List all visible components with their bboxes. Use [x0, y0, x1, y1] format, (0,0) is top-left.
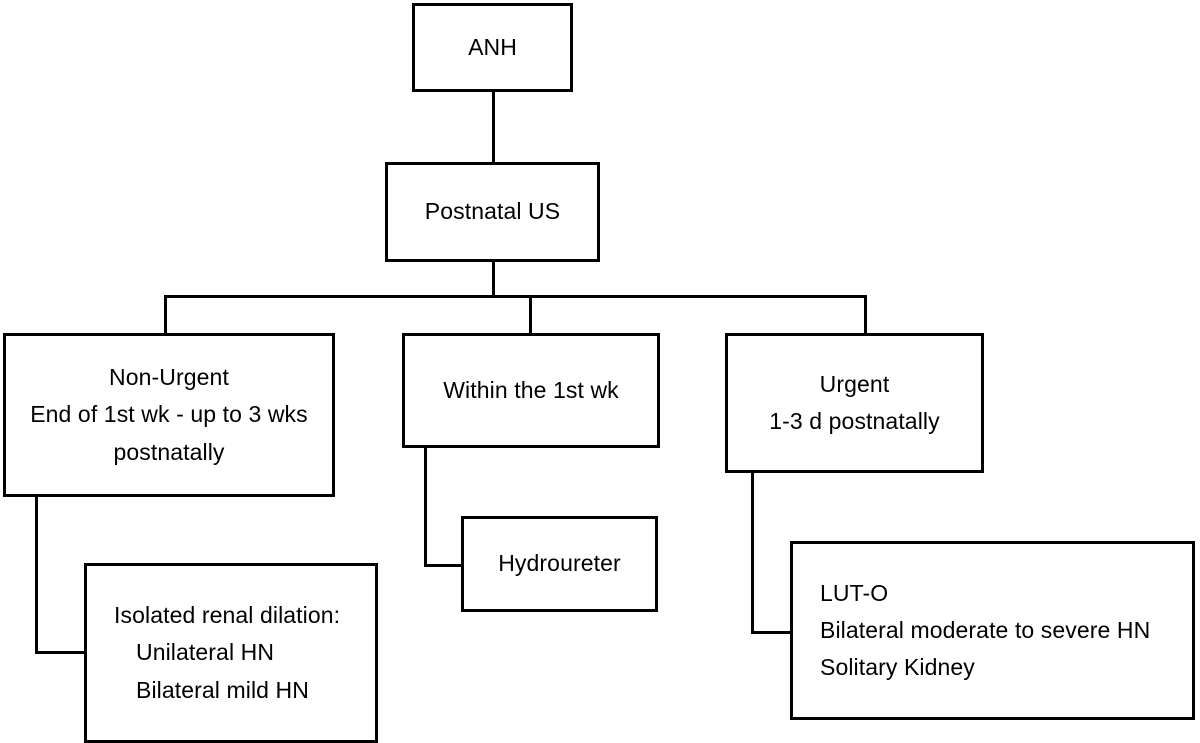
connector-within-first-wk-to-hydroureter	[424, 564, 464, 567]
node-lut-o-line-3: Solitary Kidney	[820, 654, 975, 681]
node-lut-o-line-1: LUT-O	[820, 579, 889, 606]
connector-postnatal-us-stem	[492, 262, 495, 298]
connector-within-first-wk-drop	[424, 445, 427, 567]
node-within-first-wk-line-1: Within the 1st wk	[443, 376, 619, 403]
node-hydroureter-line-1: Hydroureter	[498, 550, 621, 577]
connector-urgent-drop	[751, 470, 754, 634]
node-urgent-line-1: Urgent	[819, 370, 890, 397]
node-anh[interactable]: ANH	[412, 3, 573, 92]
node-anh-line-1: ANH	[468, 33, 517, 60]
node-postnatal-us[interactable]: Postnatal US	[385, 162, 600, 262]
node-postnatal-us-line-1: Postnatal US	[424, 198, 561, 225]
node-non-urgent[interactable]: Non-Urgent End of 1st wk - up to 3 wks p…	[3, 333, 335, 497]
node-isolated-renal-dilation-line-3: Bilateral mild HN	[136, 676, 309, 703]
node-lut-o-line-2: Bilateral moderate to severe HN	[820, 616, 1151, 643]
connector-anh-to-postnatal-us	[492, 92, 495, 163]
node-within-first-wk[interactable]: Within the 1st wk	[402, 333, 660, 448]
node-isolated-renal-dilation-line-2: Unilateral HN	[136, 639, 275, 666]
node-urgent[interactable]: Urgent 1-3 d postnatally	[725, 333, 984, 473]
node-non-urgent-line-1: Non-Urgent	[109, 364, 229, 391]
connector-bus-to-within-first-wk	[529, 295, 532, 335]
node-non-urgent-line-2: End of 1st wk - up to 3 wks	[30, 401, 308, 428]
node-urgent-line-2: 1-3 d postnatally	[769, 408, 940, 434]
connector-bus-to-urgent	[864, 295, 867, 335]
node-isolated-renal-dilation-line-1: Isolated renal dilation:	[114, 602, 341, 629]
connector-urgent-to-lut-o	[751, 631, 793, 634]
node-lut-o[interactable]: LUT-O Bilateral moderate to severe HN So…	[790, 541, 1195, 720]
connector-bus-to-non-urgent	[164, 295, 167, 335]
node-non-urgent-line-3: postnatally	[113, 438, 225, 465]
connector-distribution-bus	[164, 295, 867, 298]
connector-non-urgent-to-isolated-renal-dilation	[35, 651, 87, 654]
node-isolated-renal-dilation[interactable]: Isolated renal dilation: Unilateral HN B…	[84, 563, 378, 743]
node-hydroureter[interactable]: Hydroureter	[461, 516, 658, 612]
connector-non-urgent-drop	[35, 494, 38, 654]
